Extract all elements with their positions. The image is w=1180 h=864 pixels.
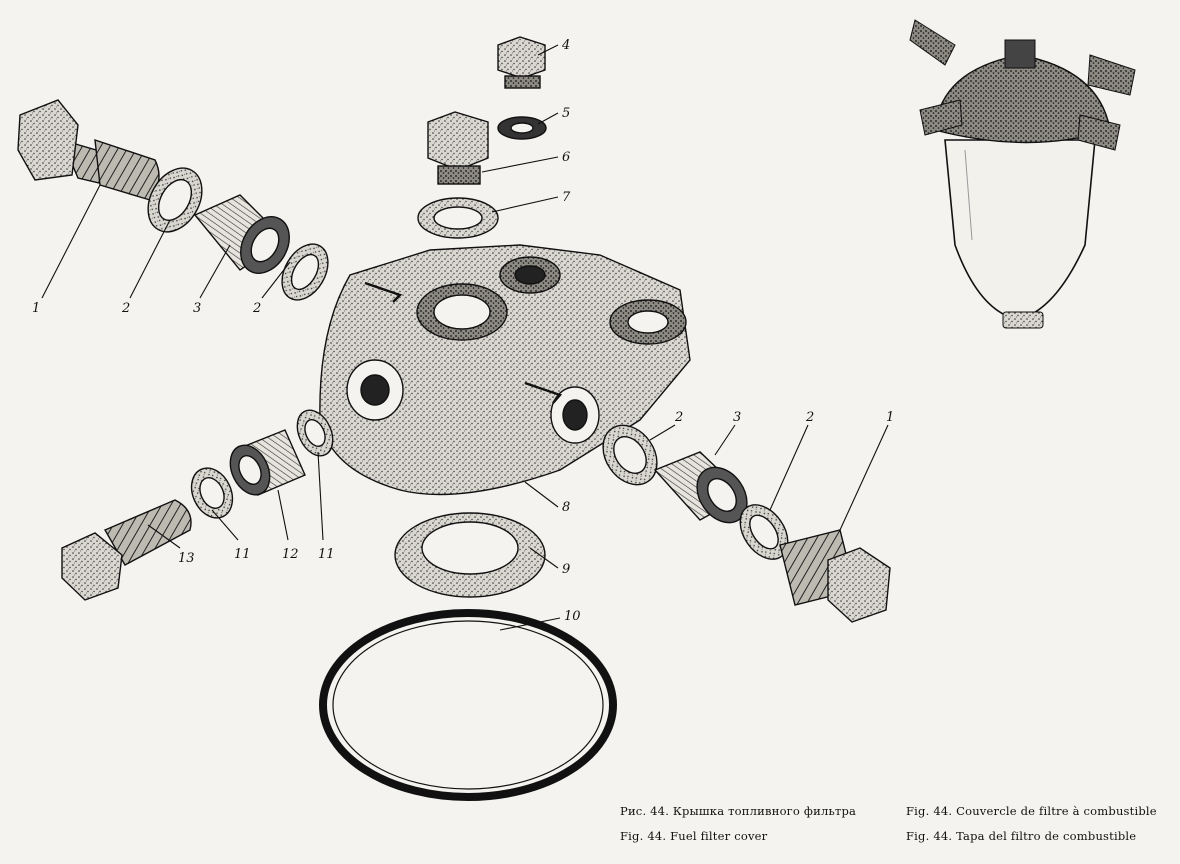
caption-es: Fig. 44. Tapa del filtro de combustible [906, 829, 1137, 843]
callout-11-a: 11 [234, 547, 251, 562]
sleeve-lower [229, 429, 306, 496]
callout-3-right: 3 [733, 410, 741, 425]
callout-2-left-a: 2 [121, 301, 130, 316]
banjo-bolt-left [17, 99, 160, 201]
callout-9: 9 [562, 562, 570, 577]
callout-10: 10 [564, 609, 581, 624]
banjo-bolt-right [779, 529, 891, 623]
gasket [394, 512, 546, 598]
callout-2-right-a: 2 [674, 410, 683, 425]
filter-cover-body [319, 244, 691, 496]
caption-fr: Fig. 44. Couvercle de filtre à combustib… [906, 804, 1157, 818]
plug-small [497, 36, 546, 89]
callout-4: 4 [561, 38, 570, 53]
leader-lines [41, 44, 889, 631]
caption-en: Fig. 44. Fuel filter cover [620, 829, 768, 843]
callout-2-right-b: 2 [805, 410, 814, 425]
callout-1-left: 1 [32, 301, 40, 316]
callout-labels: 1 2 3 2 4 5 6 7 8 9 10 11 12 11 13 2 3 2… [32, 38, 894, 624]
washer-right-a [602, 424, 658, 486]
washer-lower-b [296, 409, 334, 457]
callout-5: 5 [562, 106, 570, 121]
filter-assembly-illustration [909, 19, 1136, 329]
callout-12: 12 [282, 547, 299, 562]
plug-large [427, 111, 489, 185]
sleeve-right [653, 451, 748, 524]
seal-ring [319, 609, 617, 801]
callout-13: 13 [178, 551, 195, 566]
banjo-bolt-small [61, 499, 192, 601]
caption-ru: Рис. 44. Крышка топливного фильтра [620, 804, 857, 818]
sleeve-left [193, 194, 290, 274]
washer-large [417, 197, 499, 239]
callout-3-left: 3 [193, 301, 201, 316]
callout-7: 7 [562, 190, 571, 205]
callout-2-left-b: 2 [252, 301, 261, 316]
callout-1-right: 1 [886, 410, 894, 425]
washer-lower-a [190, 467, 234, 519]
callout-11-b: 11 [318, 547, 335, 562]
callout-6: 6 [562, 150, 570, 165]
washer-right-b [739, 504, 789, 560]
washer-left-b [281, 243, 329, 301]
washer-small [497, 116, 547, 140]
callout-8: 8 [562, 500, 570, 515]
washer-left-a [147, 167, 203, 233]
